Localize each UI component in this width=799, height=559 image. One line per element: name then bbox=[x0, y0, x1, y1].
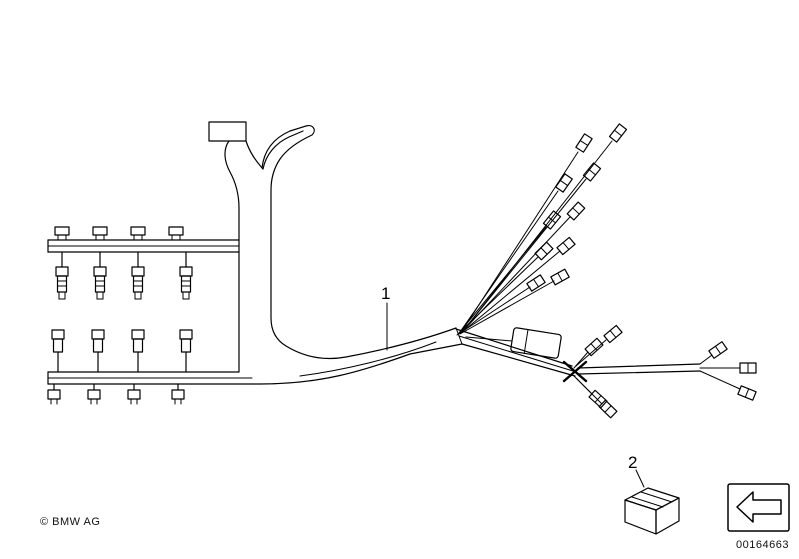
ignition-coil-rail-upper bbox=[47, 226, 240, 300]
copyright-text: © BMW AG bbox=[40, 516, 101, 528]
injector-rail-lower bbox=[47, 329, 253, 405]
branch-fan-upper-right bbox=[456, 123, 628, 359]
connector-plug bbox=[542, 210, 562, 230]
connector-plug bbox=[179, 329, 193, 373]
connector-plug bbox=[55, 251, 69, 300]
connector-plug bbox=[598, 399, 618, 419]
connector-plug bbox=[87, 383, 101, 405]
connector-plug bbox=[91, 329, 105, 373]
connector-plug bbox=[526, 274, 546, 292]
connector-plug bbox=[131, 329, 145, 373]
junction-knot bbox=[562, 360, 588, 383]
connector-plug bbox=[588, 389, 608, 409]
callout-1[interactable]: 1 bbox=[381, 284, 390, 351]
connector-plug bbox=[739, 362, 757, 374]
part-number-text: 00164663 bbox=[736, 539, 789, 551]
back-arrow-button[interactable] bbox=[727, 483, 790, 532]
connector-plug bbox=[51, 329, 65, 373]
connector-plug bbox=[171, 383, 185, 405]
connector-plug bbox=[603, 324, 623, 344]
callout-2[interactable]: 2 bbox=[628, 453, 645, 488]
right-branch-section bbox=[573, 324, 757, 419]
connector-plug bbox=[47, 383, 61, 405]
connector-plug bbox=[556, 236, 576, 256]
connector-plug bbox=[550, 268, 570, 286]
connector-plug bbox=[582, 162, 602, 182]
connector-plug bbox=[534, 241, 554, 261]
connector-plug bbox=[168, 226, 184, 241]
callout-1-label[interactable]: 1 bbox=[381, 284, 390, 303]
connector-plug bbox=[92, 226, 108, 241]
connector-plug bbox=[575, 133, 593, 153]
connector-plug bbox=[179, 251, 193, 300]
connector-plug bbox=[566, 201, 586, 221]
connector-plug bbox=[127, 383, 141, 405]
callout-2-label[interactable]: 2 bbox=[628, 453, 637, 472]
connector-plug bbox=[555, 173, 573, 193]
left-arrow-icon bbox=[736, 491, 782, 523]
connector-plug bbox=[54, 226, 70, 241]
connector-plug bbox=[130, 226, 146, 241]
connector-plug bbox=[608, 123, 628, 143]
carton-box-icon bbox=[624, 487, 680, 535]
large-connector-plug bbox=[510, 327, 562, 359]
connector-plug bbox=[584, 337, 604, 357]
main-harness-band bbox=[47, 327, 576, 385]
connector-plug bbox=[93, 251, 107, 300]
connector-plug bbox=[708, 341, 728, 359]
connector-plug bbox=[737, 385, 757, 401]
connector-plug bbox=[131, 251, 145, 300]
main-trunk bbox=[208, 121, 457, 373]
